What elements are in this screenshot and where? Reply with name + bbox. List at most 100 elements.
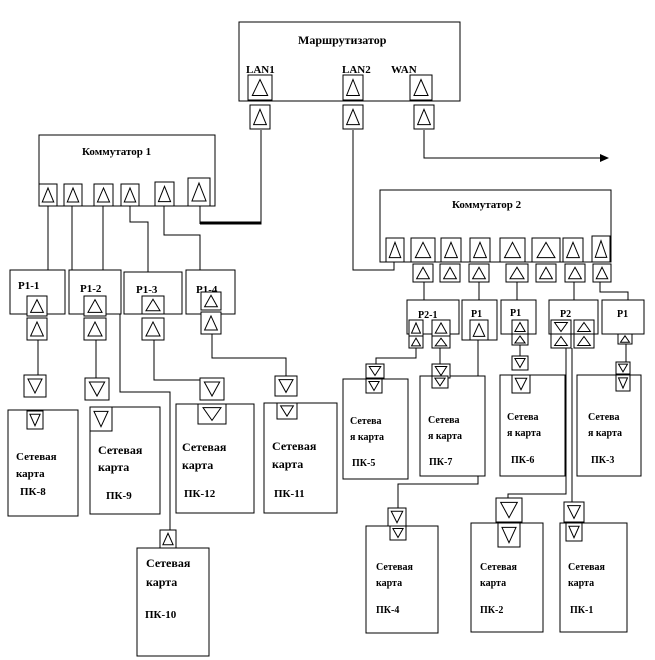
connector-port-frame xyxy=(413,104,435,130)
triangle-up-icon xyxy=(472,241,488,259)
connector-port-icon xyxy=(592,263,612,283)
triangle-up-icon xyxy=(410,321,422,334)
triangle-down-icon xyxy=(568,525,580,539)
connector-port-icon xyxy=(84,377,110,401)
triangle-down-icon xyxy=(553,322,569,333)
triangle-up-icon xyxy=(471,266,487,280)
triangle-up-icon xyxy=(513,335,527,344)
connector-port-frame xyxy=(563,501,585,523)
card-pc7-line2: я карта xyxy=(428,431,462,442)
connector-port-icon xyxy=(408,335,424,349)
panel-p1-3-label: Р1-3 xyxy=(136,284,158,296)
wire-p2-pc2 xyxy=(507,348,567,498)
panel-p1-2-label: Р1-2 xyxy=(80,283,102,295)
triangle-up-icon xyxy=(29,320,45,337)
connector-port-frame xyxy=(26,317,48,341)
card-pc7-line1: Сетева xyxy=(428,415,460,426)
connector-port-frame xyxy=(83,317,107,341)
connector-port-frame xyxy=(412,263,434,283)
connector-port-icon xyxy=(562,237,584,263)
triangle-up-icon xyxy=(345,108,361,126)
panel-p1-a-label: Р1 xyxy=(471,309,482,320)
connector-port-icon xyxy=(531,237,561,263)
card-pc2-line2: карта xyxy=(480,578,506,589)
card-pc9-name: ПК-9 xyxy=(106,490,132,502)
connector-port-icon xyxy=(440,237,462,263)
connector-port-frame xyxy=(562,237,584,263)
connector-port-frame xyxy=(84,377,110,401)
triangle-down-icon xyxy=(368,366,382,377)
card-pc6-line1: Сетева xyxy=(507,412,539,423)
triangle-up-icon xyxy=(345,78,361,96)
triangle-up-icon xyxy=(29,298,45,313)
card-pc4-name: ПК-4 xyxy=(376,605,399,616)
connector-port-frame xyxy=(89,406,113,432)
connector-port-icon xyxy=(247,74,273,101)
triangle-up-icon xyxy=(96,186,111,203)
connector-port-icon xyxy=(511,355,529,371)
connector-port-frame xyxy=(276,402,298,420)
triangle-up-icon xyxy=(123,186,137,203)
connector-port-icon xyxy=(197,403,227,425)
connector-port-icon xyxy=(199,377,225,401)
connector-port-icon xyxy=(511,333,529,346)
connector-port-frame xyxy=(469,319,489,341)
connector-port-frame xyxy=(469,237,491,263)
connector-port-frame xyxy=(200,291,222,311)
connector-port-icon xyxy=(23,374,47,398)
switch-1-title: Коммутатор 1 xyxy=(82,146,151,158)
connector-port-icon xyxy=(342,74,364,101)
connector-port-icon xyxy=(365,363,385,379)
triangle-down-icon xyxy=(390,510,404,524)
card-pc2-line1: Сетевая xyxy=(480,562,518,573)
card-pc11-name: ПК-11 xyxy=(274,488,305,500)
connector-port-icon xyxy=(431,375,449,389)
connector-port-icon xyxy=(26,410,44,430)
card-pc6-box xyxy=(499,374,566,477)
connector-port-frame xyxy=(200,311,222,335)
connector-port-frame xyxy=(564,263,586,283)
card-pc5-line2: я карта xyxy=(350,432,384,443)
connector-port-icon xyxy=(159,529,177,549)
panel-p2-label: Р2 xyxy=(560,309,571,320)
card-pc2-name: ПК-2 xyxy=(480,605,503,616)
triangle-up-icon xyxy=(472,322,486,337)
card-pc3-box xyxy=(576,374,642,477)
triangle-up-icon xyxy=(416,108,432,126)
triangle-down-icon xyxy=(203,381,221,398)
connector-port-frame xyxy=(440,237,462,263)
triangle-down-icon xyxy=(566,505,582,520)
wire-wan-out xyxy=(423,130,600,159)
triangle-up-icon xyxy=(87,298,103,313)
triangle-down-icon xyxy=(202,407,222,422)
connector-port-icon xyxy=(550,319,572,335)
connector-port-icon xyxy=(385,237,405,263)
card-pc12-line2: карта xyxy=(182,458,213,472)
connector-port-frame xyxy=(26,295,48,317)
connector-port-frame xyxy=(249,104,271,130)
connector-port-icon xyxy=(342,104,364,130)
connector-port-icon xyxy=(505,263,529,283)
connector-port-frame xyxy=(505,263,529,283)
connector-port-icon xyxy=(565,522,583,542)
connector-port-frame xyxy=(511,333,529,346)
triangle-down-icon xyxy=(617,377,629,390)
triangle-up-icon xyxy=(388,240,402,259)
connector-port-icon xyxy=(389,525,407,541)
triangle-down-icon xyxy=(278,379,294,394)
card-pc3-line2: я карта xyxy=(588,428,622,439)
connector-port-frame xyxy=(26,410,44,430)
triangle-up-icon xyxy=(443,241,459,259)
card-pc5-line1: Сетева xyxy=(350,416,382,427)
connector-port-icon xyxy=(200,291,222,311)
triangle-up-icon xyxy=(87,320,103,337)
card-pc9-line2: карта xyxy=(98,460,129,474)
connector-port-frame xyxy=(342,74,364,101)
card-pc6-name: ПК-6 xyxy=(511,455,534,466)
connector-port-frame xyxy=(120,183,140,207)
triangle-up-icon xyxy=(251,78,269,96)
connector-port-icon xyxy=(26,295,48,317)
wire-lan2-switch2 xyxy=(352,130,395,271)
connector-port-icon xyxy=(617,333,633,345)
card-pc11-line1: Сетевая xyxy=(272,439,317,453)
